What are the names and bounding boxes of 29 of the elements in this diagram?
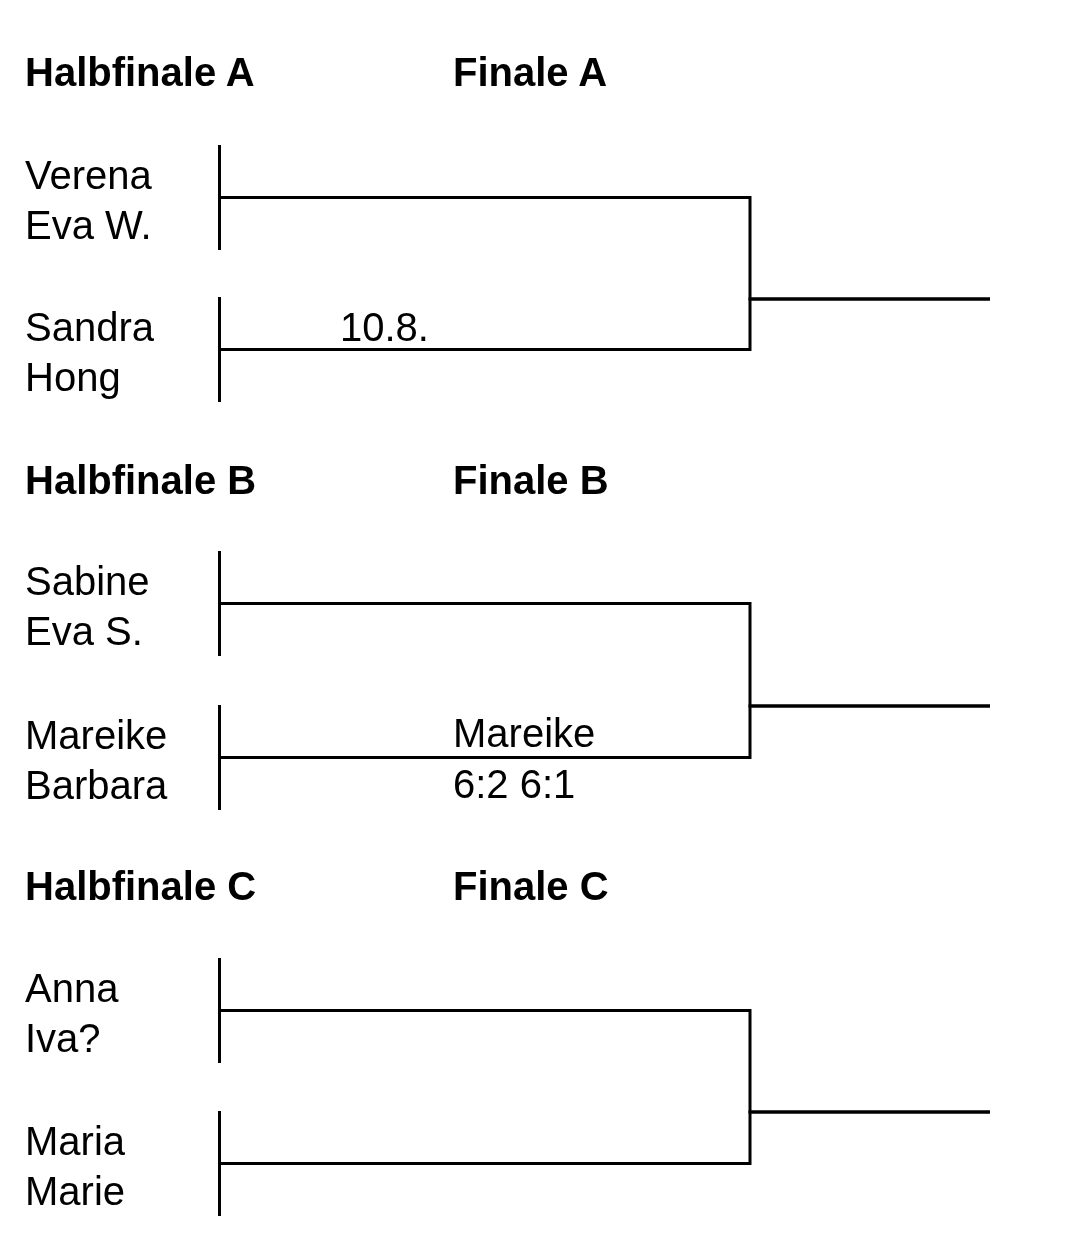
player-name: Verena: [25, 152, 152, 199]
round-heading: Halbfinale C: [25, 864, 257, 908]
round-heading: Finale A: [453, 50, 608, 94]
player-name: Mareike: [25, 712, 168, 759]
player-name: Marie: [25, 1168, 126, 1215]
result-text: 6:2 6:1: [453, 762, 576, 806]
bracket-entry: [25, 958, 221, 1063]
bracket-entry: [25, 145, 221, 250]
bracket-entry: [25, 551, 221, 656]
round-heading: Halbfinale A: [25, 50, 255, 94]
player-name: Sabine: [25, 558, 150, 605]
bracket-entry: [25, 705, 221, 810]
round-heading: Finale B: [453, 458, 609, 502]
player-name: Maria: [25, 1118, 126, 1165]
player-name: Iva?: [25, 1015, 101, 1062]
result-text: Mareike: [453, 711, 596, 755]
round-heading: Halbfinale B: [25, 458, 257, 502]
bracket-line: [221, 1110, 990, 1165]
player-name: Eva S.: [25, 608, 143, 655]
round-heading: Finale C: [453, 864, 609, 908]
player-name: Sandra: [25, 304, 154, 351]
player-name: Eva W.: [25, 202, 152, 249]
bracket-line: [221, 704, 990, 759]
player-name: Hong: [25, 354, 121, 401]
bracket-entry: [25, 297, 221, 402]
player-name: Barbara: [25, 762, 168, 809]
bracket-entry: [25, 1111, 221, 1216]
player-name: Anna: [25, 965, 119, 1012]
bracket-line: [221, 297, 990, 351]
